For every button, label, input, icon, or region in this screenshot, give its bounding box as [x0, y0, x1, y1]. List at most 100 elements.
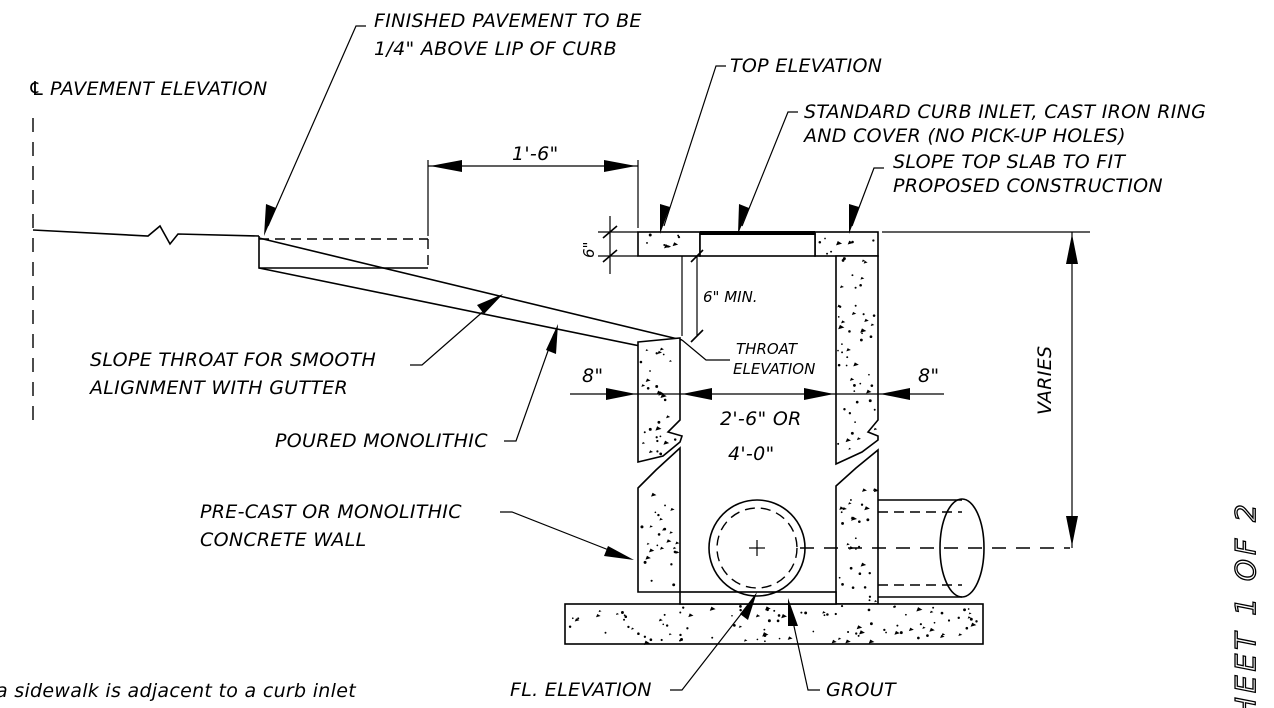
- concrete-speck: [873, 408, 876, 411]
- concrete-speck: [656, 439, 659, 443]
- concrete-speck: [947, 619, 951, 622]
- concrete-speck: [824, 237, 826, 240]
- dim-6-tick-bottom: [602, 249, 618, 263]
- concrete-speck: [856, 437, 861, 441]
- dim-width-label-2: 4'-0": [728, 443, 775, 465]
- concrete-speck: [854, 304, 857, 307]
- centerline: ℄ PAVEMENT ELEVATION: [28, 78, 267, 425]
- concrete-speck: [861, 332, 863, 335]
- concrete-speck: [869, 335, 873, 339]
- concrete-speck: [847, 630, 850, 634]
- concrete-speck: [655, 352, 658, 355]
- finished-pavement-leader: [267, 25, 366, 227]
- concrete-speck: [858, 572, 862, 576]
- concrete-speck: [908, 627, 914, 632]
- concrete-speck: [841, 320, 846, 324]
- concrete-speck: [932, 606, 935, 609]
- concrete-speck: [651, 492, 657, 497]
- concrete-speck: [845, 438, 851, 443]
- note-text: a sidewalk is adjacent to a curb inlet: [0, 680, 357, 702]
- concrete-speck: [837, 349, 839, 352]
- finished-pavement-label-2: 1/4" ABOVE LIP OF CURB: [374, 38, 617, 60]
- concrete-speck: [669, 360, 673, 363]
- concrete-speck: [623, 614, 626, 617]
- concrete-speck: [648, 548, 655, 553]
- concrete-speck: [854, 421, 856, 424]
- concrete-speck: [848, 502, 852, 505]
- concrete-speck: [853, 383, 856, 387]
- varies-arrow-bottom: [1066, 516, 1078, 546]
- poured-monolithic-label: POURED MONOLITHIC: [275, 430, 488, 452]
- concrete-speck: [919, 623, 922, 626]
- concrete-speck: [967, 608, 970, 610]
- concrete-speck: [872, 314, 876, 317]
- concrete-speck: [837, 316, 840, 318]
- concrete-speck: [868, 373, 870, 376]
- fl-elevation-callout: FL. ELEVATION: [510, 592, 757, 701]
- precast-label-2: CONCRETE WALL: [200, 529, 366, 551]
- dim-1-6-arrow-left: [430, 160, 462, 172]
- wall-width-dims: 8" 8" 2'-6" OR 4'-0": [570, 365, 944, 465]
- throat-label-2: ELEVATION: [733, 360, 815, 378]
- concrete-speck: [637, 632, 640, 636]
- concrete-speck: [574, 618, 580, 622]
- concrete-speck: [631, 627, 635, 630]
- throat-label-1: THROAT: [736, 340, 799, 358]
- concrete-speck: [645, 555, 651, 560]
- dim-8-right-label: 8": [918, 365, 939, 387]
- concrete-speck: [711, 636, 714, 639]
- concrete-speck: [665, 624, 669, 627]
- concrete-speck: [732, 623, 736, 627]
- concrete-speck: [672, 583, 676, 587]
- dim-6-min-tick-top: [690, 249, 704, 263]
- throat-leader: [681, 339, 730, 361]
- concrete-speck: [836, 241, 843, 246]
- concrete-speck: [756, 638, 759, 641]
- top-slab-right: [814, 231, 879, 257]
- grout-leader: [789, 607, 820, 691]
- finished-pavement-callout: FINISHED PAVEMENT TO BE 1/4" ABOVE LIP O…: [264, 10, 642, 236]
- concrete-speck: [766, 608, 769, 612]
- poured-monolithic-arrow: [546, 324, 558, 354]
- concrete-speck: [804, 611, 808, 615]
- concrete-speck: [929, 627, 935, 632]
- concrete-speck: [860, 276, 865, 280]
- finished-pavement-label-1: FINISHED PAVEMENT TO BE: [374, 10, 642, 32]
- arrow-8-left-in: [606, 388, 636, 400]
- concrete-speck: [850, 431, 854, 435]
- curb-inlet-leader: [741, 111, 798, 227]
- concrete-speck: [848, 412, 852, 415]
- concrete-speck: [627, 625, 630, 629]
- concrete-speck: [663, 244, 666, 247]
- slope-throat-label-1: SLOPE THROAT FOR SMOOTH: [90, 349, 376, 371]
- top-elevation-callout: TOP ELEVATION: [660, 55, 882, 234]
- centerline-symbol: ℄: [28, 78, 45, 100]
- concrete-speck: [858, 520, 861, 524]
- concrete-speck: [848, 447, 852, 450]
- concrete-speck: [941, 633, 946, 636]
- concrete-speck: [656, 544, 659, 547]
- concrete-speck: [675, 541, 680, 545]
- finished-pavement-arrow: [264, 204, 276, 236]
- concrete-speck: [855, 400, 859, 404]
- concrete-speck: [738, 625, 743, 628]
- fl-elevation-leader: [670, 599, 753, 691]
- curb-inlet-label-2: AND COVER (NO PICK-UP HOLES): [802, 125, 1126, 147]
- concrete-speck: [968, 612, 972, 615]
- concrete-speck: [838, 305, 842, 308]
- dim-6-tick-top: [602, 225, 618, 239]
- concrete-speck: [885, 631, 887, 634]
- concrete-speck: [872, 239, 875, 242]
- concrete-speck: [773, 609, 776, 612]
- concrete-speck: [864, 318, 869, 323]
- concrete-speck: [659, 517, 663, 521]
- concrete-speck: [845, 364, 848, 367]
- top-elevation-label: TOP ELEVATION: [730, 55, 882, 77]
- concrete-speck: [673, 438, 677, 441]
- concrete-speck: [577, 617, 580, 620]
- concrete-speck: [940, 611, 944, 615]
- concrete-speck: [848, 330, 851, 333]
- dim-1-6-label: 1'-6": [512, 143, 559, 165]
- dim-6-min-label: 6" MIN.: [703, 288, 758, 306]
